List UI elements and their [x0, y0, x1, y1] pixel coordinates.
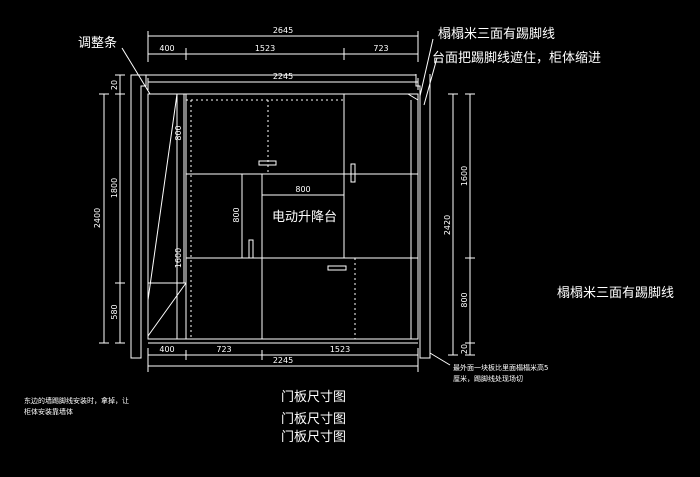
dim-top-part: 723: [373, 44, 388, 53]
right-wall: [415, 74, 431, 359]
dim-top-part: 1523: [255, 44, 275, 53]
handle-4: [327, 265, 347, 271]
dim-inner-mid: 800: [295, 185, 310, 194]
dim-right: 20: [460, 344, 469, 354]
title-door-size: 门板尺寸图: [281, 390, 346, 405]
label-adjust-strip: 调整条: [78, 35, 117, 51]
label-countertop-note: 台面把踢脚线遮住，柜体缩进: [432, 50, 601, 66]
dim-bottom-part: 723: [216, 345, 231, 354]
title-door-size: 门板尺寸图: [281, 430, 346, 445]
dim-bottom-part: 1523: [330, 345, 350, 354]
handle-3: [248, 239, 254, 259]
adjust-strip-diagonal-2: [147, 282, 187, 337]
left-wall: [130, 74, 147, 359]
handle-2: [350, 163, 356, 183]
dim-right-total: 2420: [443, 215, 452, 235]
label-tatami-right: 榻榻米三面有踢脚线: [557, 285, 674, 301]
dim-left: 20: [110, 80, 119, 90]
dim-bottom-part: 400: [159, 345, 174, 354]
adjust-strip-diagonal: [147, 93, 178, 301]
dim-inner-top: 2245: [273, 72, 293, 81]
dim-left-inner: 800: [232, 207, 241, 222]
dim-left: 580: [110, 304, 119, 319]
dim-left: 1600: [174, 248, 183, 268]
dim-left: 800: [174, 125, 183, 140]
note-left-1: 东边的墙踢脚线安装时，拿掉，让: [24, 396, 129, 405]
note-right-1: 最外面一块板比里面榻榻米高5: [453, 363, 548, 372]
note-right-2: 厘米，踢脚线处现场切: [453, 374, 523, 383]
label-electric-lift: 电动升降台: [272, 210, 337, 225]
dim-left: 1800: [110, 178, 119, 198]
dim-bottom-total: 2245: [273, 356, 293, 365]
dim-top-part: 400: [159, 44, 174, 53]
note-left-2: 柜体安装靠墙体: [24, 407, 73, 416]
dim-right: 1600: [460, 166, 469, 186]
title-door-size: 门板尺寸图: [281, 412, 346, 427]
dim-left-total: 2400: [93, 208, 102, 228]
dim-top-total: 2645: [273, 26, 293, 35]
dim-right: 800: [460, 292, 469, 307]
label-tatami-top: 榻榻米三面有踢脚线: [438, 26, 555, 42]
